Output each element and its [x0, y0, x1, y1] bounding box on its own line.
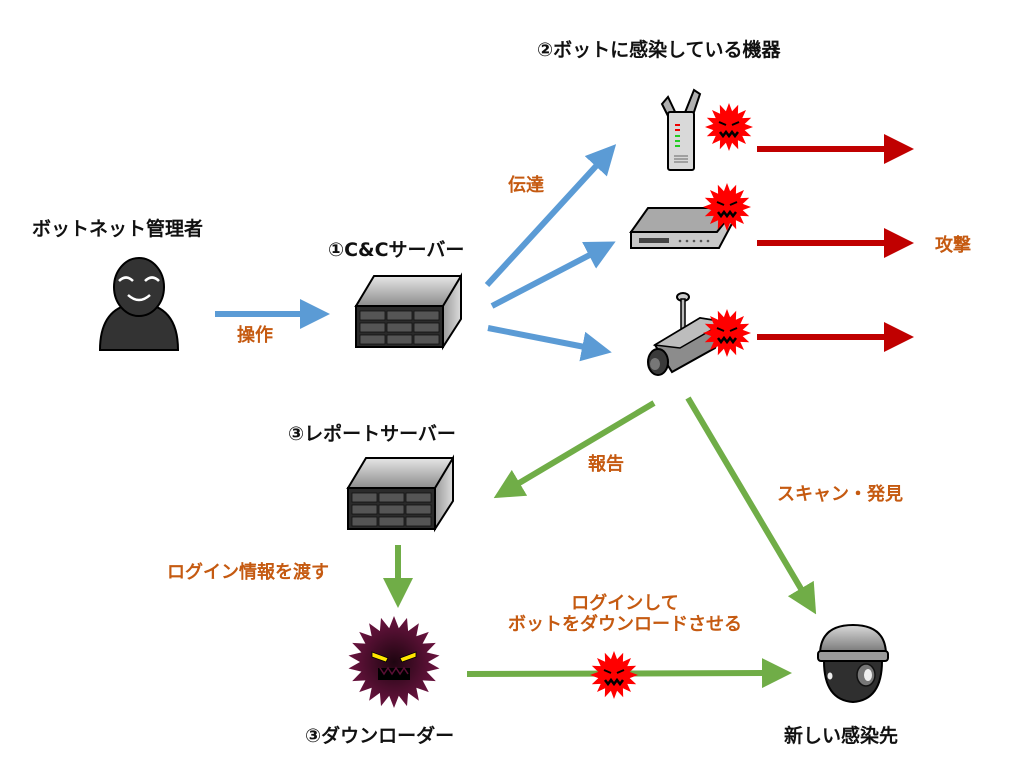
infected-devices-title: ②ボットに感染している機器 — [537, 39, 781, 61]
virus-mouth — [719, 129, 739, 139]
relay-arrow-router — [484, 144, 617, 288]
attack-label: 攻撃 — [935, 235, 971, 256]
report-server-title: ③レポートサーバー — [288, 423, 456, 445]
virus-mouth — [604, 677, 624, 687]
dome-camera-icon — [817, 623, 889, 704]
login-download-label-line2: ボットをダウンロードさせる — [508, 613, 742, 635]
virus-eyes — [603, 669, 625, 674]
virus-body — [705, 103, 753, 151]
relay-label: 伝達 — [508, 175, 544, 196]
report-server-icon — [346, 454, 454, 533]
pass-login-label: ログイン情報を渡す — [167, 562, 329, 583]
cc-server-icon — [354, 272, 462, 351]
virus-icon-payload — [590, 651, 638, 699]
router-icon — [660, 88, 702, 171]
new-target-title: 新しい感染先 — [784, 725, 899, 747]
scan-arrow — [685, 396, 817, 615]
report-arrow — [493, 400, 656, 499]
virus-body — [703, 183, 751, 231]
relay-arrow-camera — [487, 325, 612, 362]
virus-mouth — [717, 209, 737, 219]
scan-label: スキャン・発見 — [777, 484, 903, 505]
report-label: 報告 — [588, 454, 624, 475]
relay-arrow-hub — [490, 241, 616, 309]
virus-icon-camera — [703, 309, 751, 357]
downloader-virus-icon — [348, 616, 440, 708]
virus-eyes — [716, 201, 738, 206]
login-download-label-line1: ログインして — [571, 593, 679, 614]
botnet-admin-icon — [98, 257, 180, 351]
virus-icon-hub — [703, 183, 751, 231]
operate-label: 操作 — [237, 325, 273, 346]
virus-mouth — [717, 335, 737, 345]
virus-eyes — [718, 121, 740, 126]
virus-body — [590, 651, 638, 699]
downloader-title: ③ダウンローダー — [305, 725, 455, 747]
botnet-admin-title: ボットネット管理者 — [32, 218, 204, 240]
cc-server-title: ①C&Cサーバー — [328, 239, 465, 261]
login-download-label: ログインして ボットをダウンロードさせる — [470, 593, 780, 635]
virus-icon-router — [705, 103, 753, 151]
virus-body — [703, 309, 751, 357]
virus-eyes — [716, 327, 738, 332]
